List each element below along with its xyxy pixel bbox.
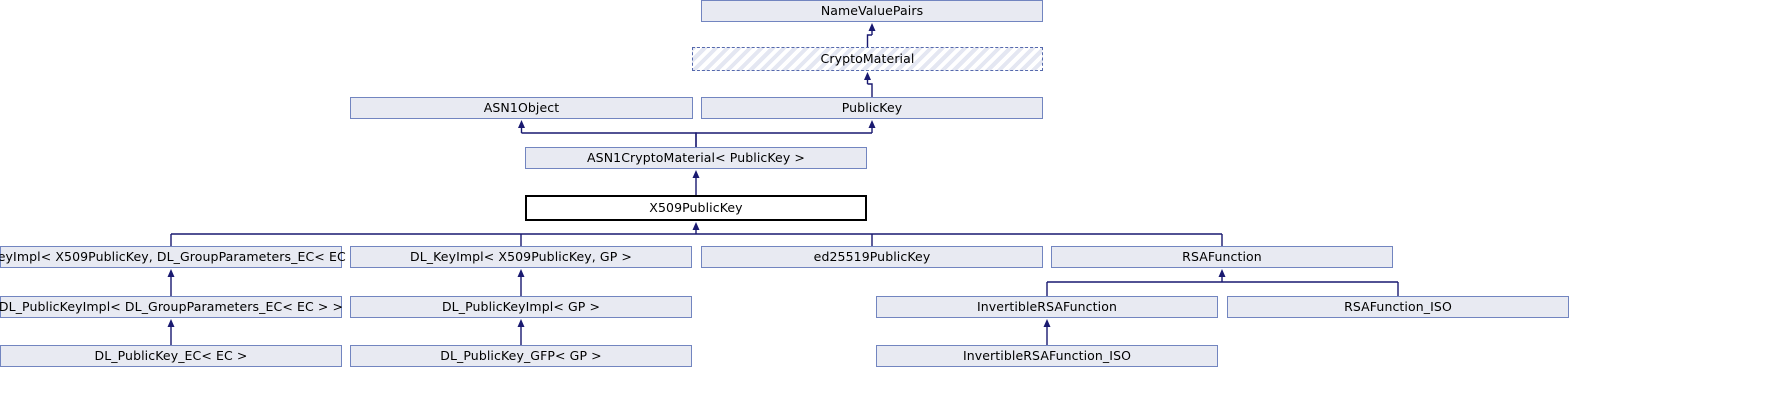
class-node-label: ASN1CryptoMaterial< PublicKey >: [587, 149, 805, 165]
class-node-InvertibleRSAFunction_ISO[interactable]: InvertibleRSAFunction_ISO: [876, 345, 1218, 367]
class-node-label: NameValuePairs: [820, 2, 924, 18]
edge-arrowhead: [692, 222, 700, 230]
edge-arrowhead: [692, 170, 700, 178]
edge-arrowhead: [167, 319, 175, 327]
class-node-label: InvertibleRSAFunction_ISO: [962, 347, 1132, 363]
edge-arrowhead: [518, 120, 525, 128]
class-node-RSAFunction_ISO[interactable]: RSAFunction_ISO: [1227, 296, 1569, 318]
class-node-label: DL_KeyImpl< X509PublicKey, DL_GroupParam…: [0, 248, 376, 264]
class-node-label: PublicKey: [841, 99, 903, 115]
class-node-PublicKey[interactable]: PublicKey: [701, 97, 1043, 119]
class-node-InvertibleRSAFunction[interactable]: InvertibleRSAFunction: [876, 296, 1218, 318]
class-node-ed25519PublicKey[interactable]: ed25519PublicKey: [701, 246, 1043, 268]
class-node-DL_PublicKeyImpl_EC[interactable]: DL_PublicKeyImpl< DL_GroupParameters_EC<…: [0, 296, 343, 318]
class-node-DL_KeyImpl_GP[interactable]: DL_KeyImpl< X509PublicKey, GP >: [350, 246, 692, 268]
edge-arrowhead: [517, 269, 525, 277]
edge-arrowhead: [1218, 269, 1226, 277]
edge-arrowhead: [868, 23, 876, 31]
edge-arrowhead: [517, 319, 525, 327]
class-node-label: CryptoMaterial: [820, 50, 915, 66]
class-node-label: ed25519PublicKey: [813, 248, 931, 264]
class-node-DL_KeyImpl_EC[interactable]: DL_KeyImpl< X509PublicKey, DL_GroupParam…: [0, 246, 375, 268]
class-node-label: X509PublicKey: [649, 199, 743, 215]
class-node-label: InvertibleRSAFunction: [977, 298, 1117, 314]
class-node-label: DL_PublicKey_EC< EC >: [94, 347, 248, 363]
class-node-NameValuePairs[interactable]: NameValuePairs: [701, 0, 1043, 22]
edge-arrowhead: [868, 120, 876, 128]
edge-line: [695, 132, 872, 147]
edge-line: [866, 34, 872, 47]
edge-arrowhead: [864, 72, 871, 80]
class-node-ASN1CryptoMaterial[interactable]: ASN1CryptoMaterial< PublicKey >: [525, 147, 867, 169]
class-node-label: RSAFunction_ISO: [1344, 298, 1452, 314]
class-node-label: DL_PublicKey_GFP< GP >: [440, 347, 602, 363]
class-node-ASN1Object[interactable]: ASN1Object: [350, 97, 693, 119]
class-node-label: DL_PublicKeyImpl< DL_GroupParameters_EC<…: [0, 298, 344, 314]
class-node-DL_PublicKeyImpl_GP[interactable]: DL_PublicKeyImpl< GP >: [350, 296, 692, 318]
class-node-DL_PublicKey_EC[interactable]: DL_PublicKey_EC< EC >: [0, 345, 342, 367]
edge-line: [521, 132, 697, 147]
edge-arrowhead: [1043, 319, 1051, 327]
class-node-label: ASN1Object: [483, 99, 560, 115]
class-node-label: RSAFunction: [1182, 248, 1262, 264]
class-node-DL_PublicKey_GFP[interactable]: DL_PublicKey_GFP< GP >: [350, 345, 692, 367]
class-node-label: DL_KeyImpl< X509PublicKey, GP >: [409, 248, 632, 264]
class-node-CryptoMaterial[interactable]: CryptoMaterial: [692, 47, 1043, 71]
edge-line: [867, 83, 873, 97]
class-node-X509PublicKey[interactable]: X509PublicKey: [525, 195, 867, 221]
class-node-RSAFunction[interactable]: RSAFunction: [1051, 246, 1393, 268]
edge-arrowhead: [167, 269, 175, 277]
class-node-label: DL_PublicKeyImpl< GP >: [441, 298, 601, 314]
